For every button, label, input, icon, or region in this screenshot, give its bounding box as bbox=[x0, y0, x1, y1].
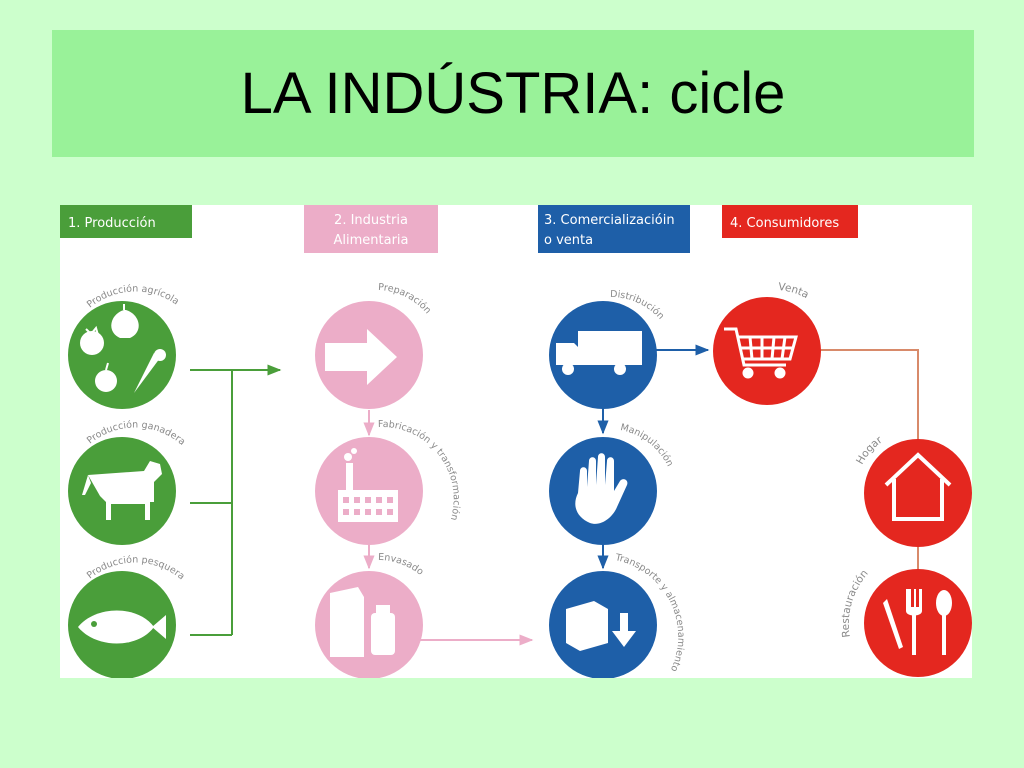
stage-label: o venta bbox=[544, 233, 593, 248]
connector-industry-flow bbox=[363, 410, 534, 646]
truck-icon bbox=[556, 331, 642, 375]
stage-header-bg bbox=[722, 205, 858, 238]
box-arrow-icon bbox=[566, 601, 636, 651]
stage-header-bg bbox=[538, 205, 690, 253]
hand-icon bbox=[575, 453, 628, 524]
stage-label: 2. Industria bbox=[334, 213, 408, 228]
node-envasado: Envasado bbox=[315, 552, 426, 678]
svg-text:Venta: Venta bbox=[778, 281, 811, 301]
stage-header-comercializacion: 3. Comercializacióin o venta bbox=[538, 205, 690, 253]
house-icon bbox=[884, 452, 952, 521]
node-manipulacion: Manipulación bbox=[549, 422, 675, 545]
cow-icon bbox=[82, 461, 162, 520]
arrow-icon bbox=[325, 329, 397, 385]
stage-header-bg bbox=[60, 205, 192, 238]
node-distribucion: Distribución bbox=[549, 289, 666, 409]
node-hogar: Hogar bbox=[854, 434, 972, 547]
node-produccion-ganadera: Producción ganadera bbox=[68, 419, 187, 545]
containers-icon bbox=[330, 587, 395, 657]
connector-consumers bbox=[820, 349, 919, 571]
label-venta: Venta bbox=[778, 281, 811, 301]
node-fabricacion: Fabricación y transformación bbox=[315, 419, 462, 545]
fish-icon bbox=[78, 610, 166, 644]
stage-header-industria: 2. Industria Alimentaria bbox=[304, 205, 438, 253]
connector-production-to-industry bbox=[190, 364, 282, 636]
node-venta: Venta bbox=[713, 281, 821, 405]
stage-label: 3. Comercializacióin bbox=[544, 213, 675, 228]
cutlery-icon bbox=[883, 589, 952, 655]
shopping-cart-icon bbox=[724, 327, 798, 379]
stage-label: 4. Consumidores bbox=[730, 216, 839, 231]
connector-commerce-flow bbox=[597, 344, 710, 570]
node-produccion-agricola: Producción agrícola bbox=[68, 283, 181, 409]
node-transporte: Transporte y almacenamiento bbox=[549, 552, 686, 678]
stage-header-produccion: 1. Producción bbox=[60, 205, 192, 238]
title-bar: LA INDÚSTRIA: cicle bbox=[52, 30, 974, 157]
diagram-canvas: 1. Producción 2. Industria Alimentaria 3… bbox=[60, 205, 972, 678]
stage-label: Alimentaria bbox=[333, 233, 408, 248]
node-preparacion: Preparación bbox=[315, 282, 433, 409]
page-title: LA INDÚSTRIA: cicle bbox=[240, 61, 786, 126]
stage-header-consumidores: 4. Consumidores bbox=[722, 205, 858, 238]
industry-cycle-diagram: 1. Producción 2. Industria Alimentaria 3… bbox=[60, 205, 972, 678]
fruits-vegetables-icon bbox=[80, 304, 166, 393]
node-produccion-pesquera: Producción pesquera bbox=[68, 554, 187, 678]
node-restauracion: Restauración bbox=[840, 567, 972, 677]
stage-header-bg bbox=[304, 205, 438, 253]
factory-icon bbox=[338, 448, 398, 522]
stage-label: 1. Producción bbox=[68, 216, 156, 231]
